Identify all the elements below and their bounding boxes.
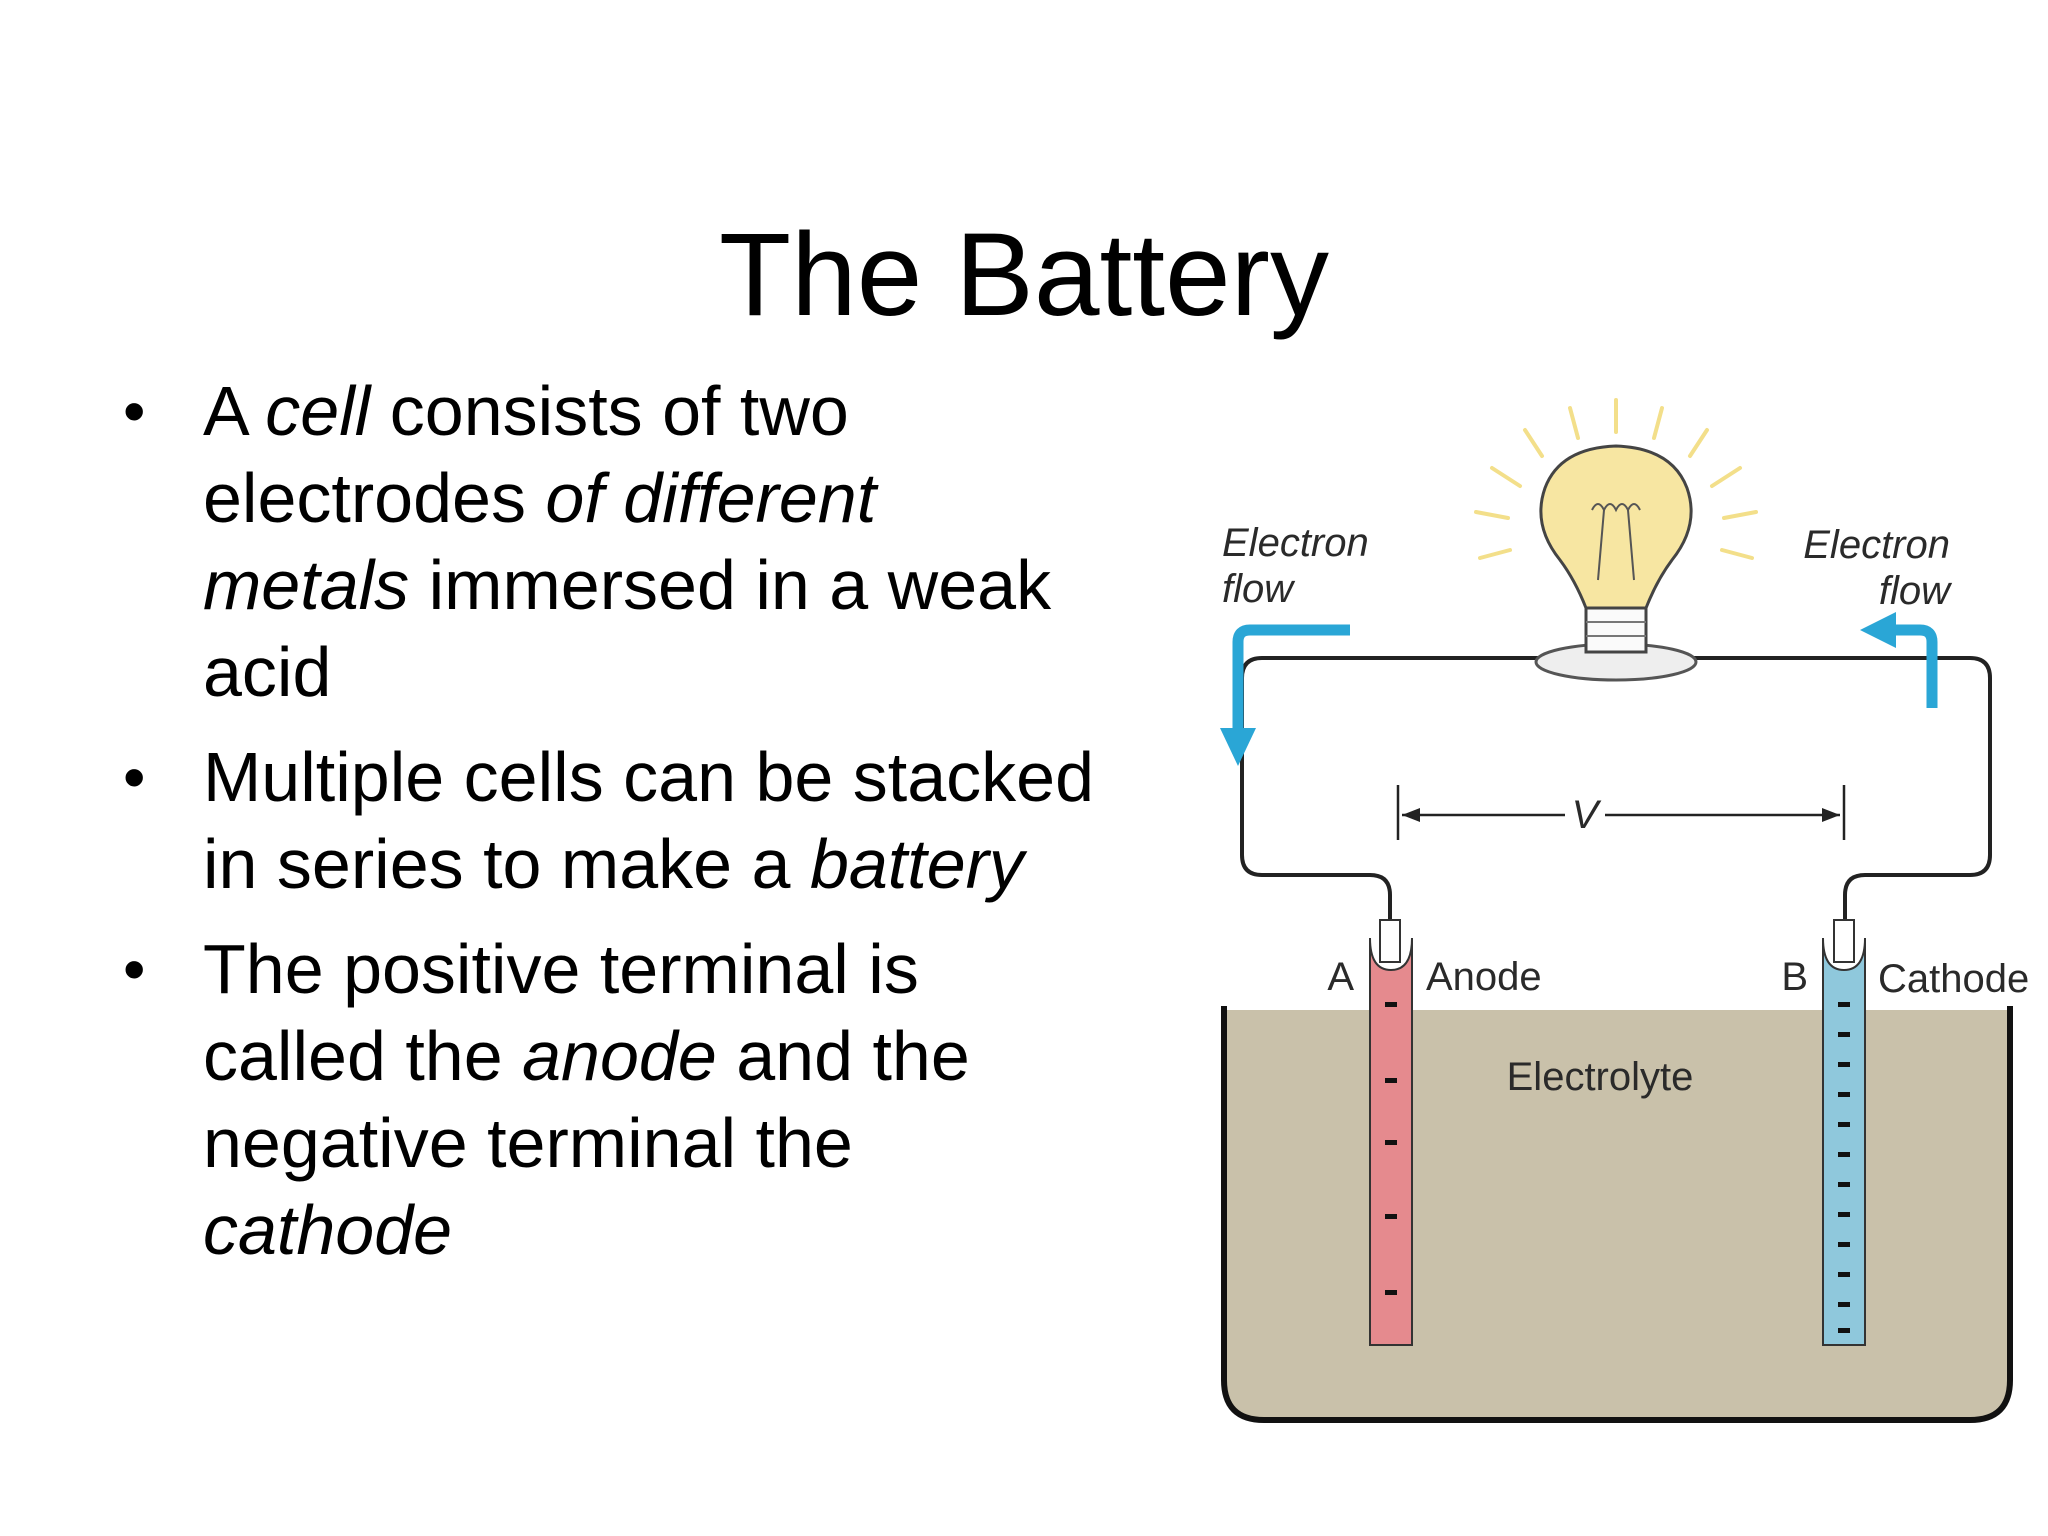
bullet-run: Multiple cells can be stacked in series … xyxy=(203,738,1094,903)
circuit-wire xyxy=(1240,656,1992,920)
left-arrow-head-icon xyxy=(1220,728,1256,766)
electrolyte-fill xyxy=(1224,1010,2010,1420)
bullet-item: • Multiple cells can be stacked in serie… xyxy=(115,734,1095,908)
anode-letter: A xyxy=(1327,955,1354,999)
bullet-emphasis: anode xyxy=(522,1017,717,1095)
bullet-dot-icon: • xyxy=(123,375,146,447)
bullet-emphasis: cathode xyxy=(203,1191,453,1269)
voltage-arrow-left-icon xyxy=(1402,808,1420,822)
right-arrow-head-icon xyxy=(1860,612,1896,648)
cathode-electrode xyxy=(1822,937,1866,1346)
bullet-dot-icon: • xyxy=(123,933,146,1005)
bullet-emphasis: of different metals xyxy=(203,459,877,624)
voltage-label: V xyxy=(1572,793,1602,837)
battery-diagram-svg: Electron flow Electron flow V Electrolyt… xyxy=(1220,398,2028,1423)
cathode-label: Cathode xyxy=(1878,957,2028,1001)
cathode-charge-marks xyxy=(1838,1002,1850,1333)
bullet-emphasis: cell xyxy=(265,372,371,450)
bullet-run: immersed in a weak acid xyxy=(203,546,1052,711)
left-electron-flow-arrow-icon xyxy=(1232,624,1350,732)
bullet-item: • A cell consists of two electrodes of d… xyxy=(115,368,1095,716)
bullet-text: The positive terminal is called the anod… xyxy=(203,930,970,1269)
left-flow-label: flow xyxy=(1222,567,1296,611)
cathode-terminal-cap xyxy=(1833,919,1855,963)
anode-label: Anode xyxy=(1426,955,1542,999)
bullet-emphasis: battery xyxy=(809,825,1024,903)
bullet-run: A xyxy=(203,372,266,450)
bullet-text: A cell consists of two electrodes of dif… xyxy=(203,372,1051,711)
light-bulb-icon xyxy=(1539,444,1693,654)
bullet-list: • A cell consists of two electrodes of d… xyxy=(115,368,1095,1292)
voltage-dimension xyxy=(1396,785,1846,840)
bullet-item: • The positive terminal is called the an… xyxy=(115,926,1095,1274)
voltage-arrow-right-icon xyxy=(1822,808,1840,822)
container-wall xyxy=(1221,1006,2013,1423)
electrolyte-label: Electrolyte xyxy=(1507,1055,1694,1099)
right-flow-label: flow xyxy=(1879,569,1953,613)
right-electron-flow-arrow-icon xyxy=(1892,624,1938,708)
battery-diagram: Electron flow Electron flow V Electrolyt… xyxy=(1180,390,2028,1462)
bullet-text: Multiple cells can be stacked in series … xyxy=(203,738,1094,903)
left-electron-label: Electron xyxy=(1222,521,1369,565)
cathode-letter: B xyxy=(1781,955,1808,999)
bullet-dot-icon: • xyxy=(123,741,146,813)
bulb-rays xyxy=(1474,398,1758,560)
anode-terminal-cap xyxy=(1379,919,1401,963)
right-electron-label: Electron xyxy=(1803,523,1950,567)
bullet-run: The positive terminal is called the xyxy=(203,930,919,1095)
bullet-run: consists of two electrodes xyxy=(203,372,849,537)
bullet-run: and the negative terminal the xyxy=(203,1017,970,1182)
anode-charge-marks xyxy=(1385,1002,1397,1295)
slide-title: The Battery xyxy=(719,209,1329,341)
